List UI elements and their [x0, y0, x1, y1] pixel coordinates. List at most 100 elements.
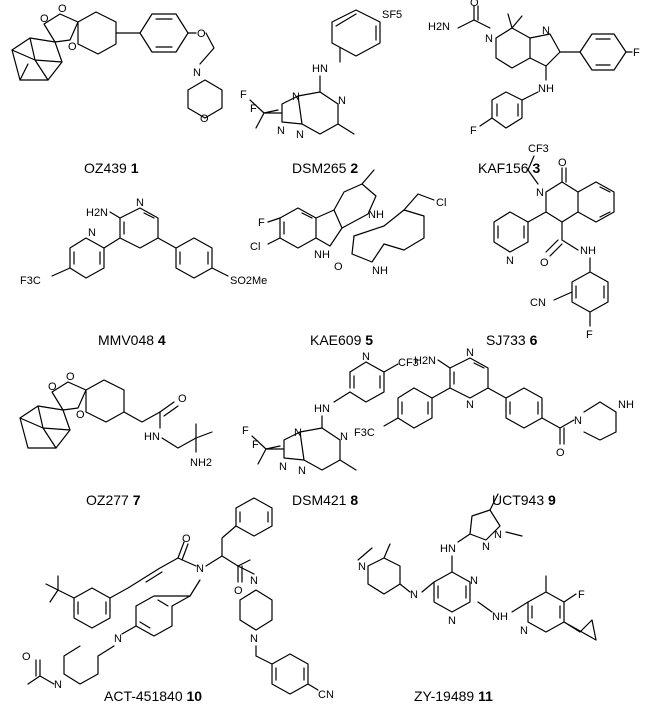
structure-dsm421: N CF3 HN N N N N F F [242, 351, 419, 477]
atom-sf5: SF5 [382, 9, 402, 21]
atom-n: N [466, 399, 474, 411]
atom-n: N [54, 679, 62, 691]
compound-number: 8 [350, 492, 359, 508]
atom-n: N [574, 415, 582, 427]
caption-kae609: KAE609 5 [310, 332, 373, 348]
structure-kae609: F Cl NH NH Cl O NH [250, 169, 446, 277]
atom-n: N [358, 561, 366, 573]
atom-n: N [506, 255, 514, 267]
atom-n: N [296, 129, 304, 141]
atom-n: N [466, 347, 474, 359]
atom-nh: NH [580, 245, 596, 257]
atom-nh: NH [538, 83, 554, 95]
atom-o: O [540, 257, 549, 269]
atom-cf3: CF3 [398, 357, 419, 369]
caption-oz277: OZ277 7 [86, 492, 141, 508]
atom-nh: NH [368, 209, 384, 221]
compound-number: 7 [132, 492, 141, 508]
structure-oz277: O O O O HN NH2 [19, 371, 213, 469]
atom-n: N [114, 633, 122, 645]
compound-name: ZY-19489 [414, 688, 475, 704]
compound-number: 1 [130, 160, 139, 176]
atom-f3c: F3C [354, 427, 375, 439]
atom-n: N [338, 95, 346, 107]
atom-cf3: CF3 [528, 143, 549, 155]
caption-zy19489: ZY-19489 11 [414, 688, 493, 704]
atom-o: O [556, 447, 565, 459]
atom-hn: HN [144, 431, 160, 443]
atom-o: O [334, 261, 343, 273]
atom-cn: CN [530, 297, 546, 309]
atom-f: F [586, 329, 593, 341]
compound-name: UCT943 [492, 492, 545, 508]
atom-n: N [448, 615, 456, 627]
structure-oz439: O O O O N O [11, 3, 223, 125]
atom-f: F [633, 47, 640, 59]
atom-n: N [494, 529, 502, 541]
compound-name: KAF156 [478, 160, 529, 176]
atom-n: N [485, 33, 493, 45]
atom-n: N [340, 431, 348, 443]
atom-cl: Cl [250, 241, 260, 253]
atom-o: O [22, 651, 31, 663]
structure-zy19489: N N N N HN N N NH N F [357, 493, 597, 641]
atom-nh: NH [492, 611, 508, 623]
atom-f3c: F3C [20, 275, 41, 287]
atom-n: N [536, 187, 544, 199]
compound-name: MMV048 [98, 332, 155, 348]
caption-sj733: SJ733 6 [486, 332, 537, 348]
atom-n: N [542, 25, 550, 37]
structure-uct943: H2N N N F3C O N NH [354, 347, 634, 459]
atom-f: F [470, 125, 477, 137]
caption-uct943: UCT943 9 [492, 492, 556, 508]
atom-n: N [196, 563, 204, 575]
atom-f: F [250, 103, 257, 115]
atom-n: N [193, 67, 201, 79]
atom-o: O [58, 3, 67, 15]
atom-o: O [76, 409, 85, 421]
compound-number: 5 [365, 332, 374, 348]
structure-act451840: O N O N N CN N N O [22, 497, 334, 701]
compound-number: 2 [350, 160, 359, 176]
caption-act451840: ACT-451840 10 [104, 688, 202, 704]
compound-name: DSM265 [292, 160, 347, 176]
atom-n: N [294, 427, 302, 439]
compound-number: 4 [157, 332, 166, 348]
atom-n: N [410, 589, 418, 601]
atom-n: N [292, 91, 300, 103]
atom-so2me: SO2Me [230, 275, 267, 287]
atom-n: N [520, 625, 528, 637]
atom-o: O [182, 533, 191, 545]
atom-o: O [200, 113, 209, 125]
atom-hn: HN [440, 543, 456, 555]
caption-oz439: OZ439 1 [84, 160, 139, 176]
atom-cn: CN [318, 689, 334, 701]
atom-f: F [578, 589, 585, 601]
compound-number: 6 [529, 332, 538, 348]
atom-o: O [197, 28, 206, 40]
atom-nh: NH [314, 249, 330, 261]
atom-n: N [88, 227, 96, 239]
compound-name: DSM421 [292, 492, 347, 508]
structure-kaf156: H2N O N N F NH F [428, 0, 640, 137]
atom-o: O [558, 157, 567, 169]
caption-dsm265: DSM265 2 [292, 160, 358, 176]
atom-n: N [136, 197, 144, 209]
compound-number: 11 [478, 688, 493, 704]
atom-nh: NH [618, 399, 634, 411]
atom-nh2: NH2 [190, 457, 212, 469]
structure-mmv048: H2N N N F3C SO2Me [20, 197, 267, 287]
atom-hn: HN [314, 403, 330, 415]
atom-n: N [482, 541, 490, 553]
compound-number: 9 [548, 492, 556, 508]
compound-name: ACT-451840 [104, 688, 183, 704]
atom-n: N [362, 351, 370, 363]
atom-o: O [48, 381, 57, 393]
atom-o: O [66, 371, 75, 383]
atom-f: F [252, 439, 259, 451]
structure-sj733: CF3 N O N O NH CN F [493, 143, 615, 341]
compound-name: SJ733 [486, 332, 526, 348]
compound-name: KAE609 [310, 332, 362, 348]
